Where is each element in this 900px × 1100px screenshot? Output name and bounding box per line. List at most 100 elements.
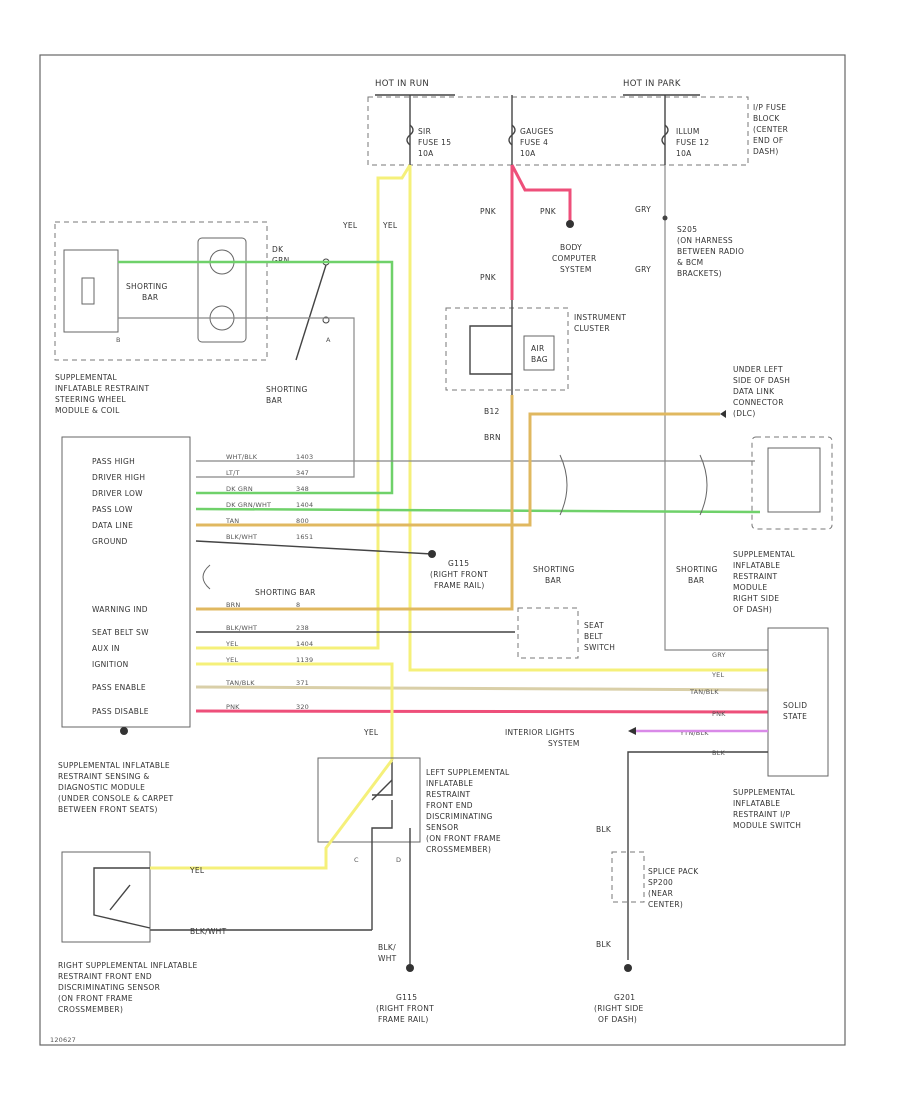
svg-text:(ON FRONT FRAME: (ON FRONT FRAME (58, 994, 133, 1003)
shorting-bar-4-label: SHORTING BAR (255, 588, 316, 597)
sdm-shorting-bar (202, 564, 211, 590)
sdm-pin-label: IGNITION (92, 660, 129, 669)
svg-text:INFLATABLE: INFLATABLE (733, 799, 780, 808)
sdm-wires (195, 395, 769, 760)
svg-text:CROSSMEMBER): CROSSMEMBER) (58, 1005, 123, 1014)
svg-text:WHT: WHT (378, 954, 397, 963)
sdm-wire-color: LT/T (226, 469, 240, 477)
sdm-wire-color: WHT/BLK (226, 453, 258, 461)
sdm-circuit-number: 8 (296, 601, 300, 609)
air-bag-lamp: AIR BAG (469, 300, 555, 400)
sdm-wire-color: TAN/BLK (225, 679, 255, 687)
svg-text:INSTRUMENT: INSTRUMENT (574, 313, 626, 322)
svg-text:FUSE 12: FUSE 12 (676, 138, 709, 147)
svg-text:RESTRAINT: RESTRAINT (426, 790, 471, 799)
svg-text:MODULE & COIL: MODULE & COIL (55, 406, 120, 415)
blk-wht-label: BLK/WHT (190, 927, 227, 936)
sdm-circuit-number: 371 (296, 679, 309, 687)
svg-text:10A: 10A (676, 149, 692, 158)
switch-module-label: SUPPLEMENTAL INFLATABLE RESTRAINT I/P MO… (733, 788, 801, 830)
svg-text:S205: S205 (677, 225, 697, 234)
svg-text:SUPPLEMENTAL: SUPPLEMENTAL (733, 788, 795, 797)
svg-text:SYSTEM: SYSTEM (548, 739, 580, 748)
sdm-wire-color: YEL (225, 640, 238, 648)
right-front-sensor (61, 851, 151, 943)
shorting-bar-3-label: SHORTING BAR (676, 565, 717, 585)
svg-text:G115: G115 (396, 993, 417, 1002)
svg-text:FUSE 15: FUSE 15 (418, 138, 451, 147)
fuse-block (367, 96, 749, 166)
sdm-pin-label: PASS ENABLE (92, 683, 146, 692)
svg-text:SP200: SP200 (648, 878, 673, 887)
gauges-fuse: GAUGES FUSE 4 10A (508, 95, 553, 165)
sdm-circuit-number: 1651 (296, 533, 313, 541)
svg-text:G201: G201 (614, 993, 635, 1002)
svg-text:(RIGHT FRONT: (RIGHT FRONT (430, 570, 488, 579)
pnk-label-c: PNK (480, 273, 497, 282)
svg-text:INFLATABLE: INFLATABLE (733, 561, 780, 570)
svg-text:(RIGHT SIDE: (RIGHT SIDE (594, 1004, 644, 1013)
svg-text:TAN/BLK: TAN/BLK (689, 688, 719, 696)
passenger-module (751, 436, 833, 530)
svg-text:FRONT END: FRONT END (426, 801, 473, 810)
svg-text:SEAT: SEAT (584, 621, 604, 630)
blk-ground-wire (627, 751, 768, 960)
s205-label: S205 (ON HARNESS BETWEEN RADIO & BCM BRA… (677, 225, 744, 278)
pnk-label-b: PNK (540, 207, 557, 216)
sdm-module (61, 436, 191, 728)
dk-grn-top-label: DK GRN (272, 245, 289, 265)
svg-text:DATA LINK: DATA LINK (733, 387, 775, 396)
b12-label: B12 (484, 407, 500, 416)
svg-text:BAR: BAR (266, 396, 282, 405)
sdm-pin-label: DATA LINE (92, 521, 133, 530)
g115-label-b: G115 (RIGHT FRONT FRAME RAIL) (376, 993, 434, 1024)
svg-text:(UNDER CONSOLE & CARPET: (UNDER CONSOLE & CARPET (58, 794, 174, 803)
g201-label: G201 (RIGHT SIDE OF DASH) (594, 993, 644, 1024)
svg-text:SENSOR: SENSOR (426, 823, 459, 832)
svg-text:SIR: SIR (418, 127, 431, 136)
sdm-wire-color: BRN (226, 601, 240, 609)
sdm-module-label: SUPPLEMENTAL INFLATABLE RESTRAINT SENSIN… (58, 761, 174, 814)
svg-text:(RIGHT FRONT: (RIGHT FRONT (376, 1004, 434, 1013)
fuse-block-note: I/P FUSE BLOCK (CENTER END OF DASH) (753, 103, 788, 156)
gry-label-a: GRY (635, 205, 651, 214)
svg-text:(ON FRONT FRAME: (ON FRONT FRAME (426, 834, 501, 843)
yel-label-a: YEL (342, 221, 358, 230)
left-sensor-label: LEFT SUPPLEMENTAL INFLATABLE RESTRAINT F… (426, 768, 510, 854)
pin-c: C (354, 856, 359, 864)
sdm-pin-label: PASS DISABLE (92, 707, 149, 716)
svg-text:STATE: STATE (783, 712, 807, 721)
sdm-pin-label: WARNING IND (92, 605, 148, 614)
coil-module-label: SUPPLEMENTAL INFLATABLE RESTRAINT STEERI… (55, 373, 149, 415)
svg-text:DISCRIMINATING: DISCRIMINATING (426, 812, 493, 821)
svg-text:FRAME RAIL): FRAME RAIL) (378, 1015, 429, 1024)
left-front-sensor (317, 757, 421, 843)
svg-text:RIGHT SIDE: RIGHT SIDE (733, 594, 779, 603)
svg-text:BAR: BAR (545, 576, 561, 585)
svg-text:SUPPLEMENTAL: SUPPLEMENTAL (733, 550, 795, 559)
ip-module-switch (767, 627, 829, 777)
diagram-border (39, 54, 846, 1046)
svg-text:RIGHT SUPPLEMENTAL INFLATABLE: RIGHT SUPPLEMENTAL INFLATABLE (58, 961, 198, 970)
inflator-module (63, 249, 119, 333)
dk-grn-driver-low (118, 260, 394, 495)
sdm-circuit-number: 1139 (296, 656, 313, 664)
svg-text:BLK/: BLK/ (378, 943, 396, 952)
svg-text:MODULE: MODULE (733, 583, 767, 592)
svg-text:G115: G115 (448, 559, 469, 568)
instrument-cluster (445, 307, 569, 391)
svg-text:DASH): DASH) (753, 147, 779, 156)
sdm-wire-color: DK GRN/WHT (226, 501, 271, 509)
illum-fuse: ILLUM FUSE 12 10A (661, 95, 709, 165)
sdm-wire-color: DK GRN (226, 485, 253, 493)
sdm-pin-label: PASS LOW (92, 505, 133, 514)
sdm-wire-color: BLK/WHT (226, 533, 257, 541)
svg-text:GRY: GRY (712, 651, 726, 659)
svg-text:RESTRAINT: RESTRAINT (733, 572, 778, 581)
sdm-circuit-number: 348 (296, 485, 309, 493)
svg-text:SHORTING: SHORTING (266, 385, 308, 394)
svg-text:CROSSMEMBER): CROSSMEMBER) (426, 845, 491, 854)
svg-text:SPLICE PACK: SPLICE PACK (648, 867, 699, 876)
shorting-bar-2-label: SHORTING BAR (533, 565, 574, 585)
